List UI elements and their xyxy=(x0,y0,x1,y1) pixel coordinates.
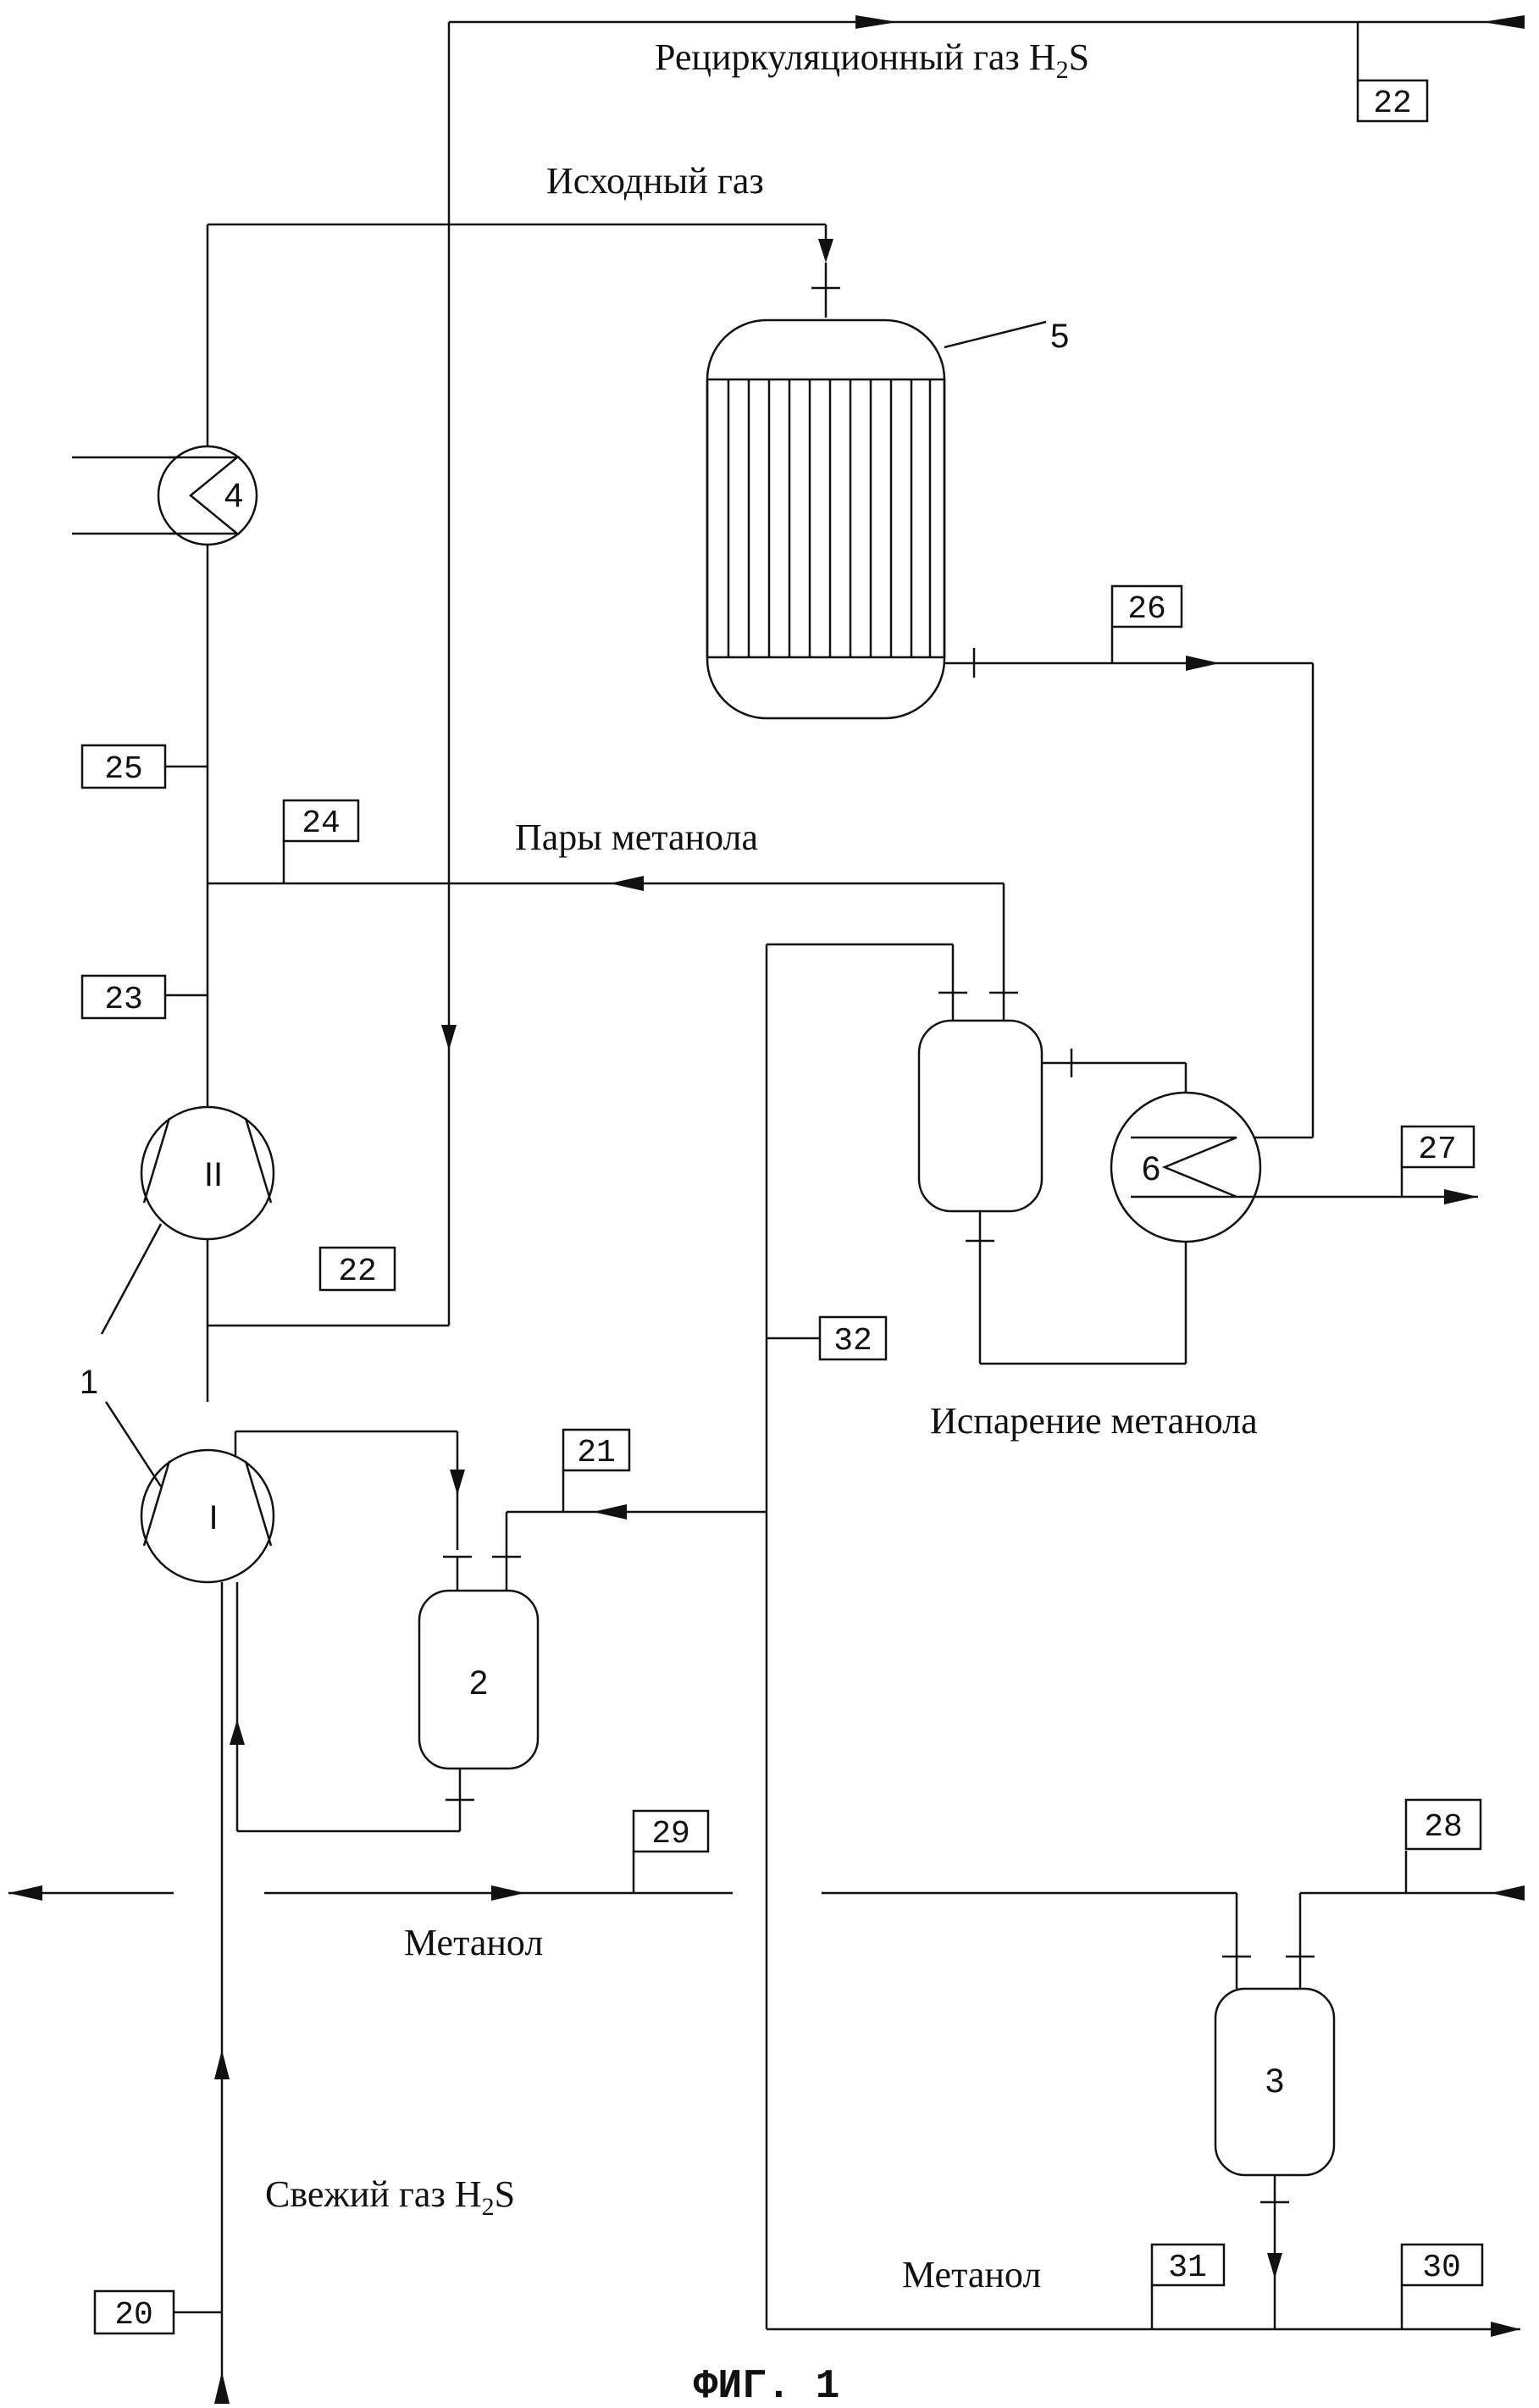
stream-tag-27: 27 xyxy=(1402,1127,1474,1168)
stream-tag-23: 23 xyxy=(82,976,165,1018)
stream-tag-30: 30 xyxy=(1402,2245,1482,2286)
stream-tag-21: 21 xyxy=(563,1430,629,1471)
stream-tag-31: 31 xyxy=(1152,2245,1224,2286)
stream-tag-28: 28 xyxy=(1406,1800,1481,1849)
svg-text:23: 23 xyxy=(104,982,143,1018)
feed-gas-label: Исходный газ xyxy=(546,160,764,202)
separator-3-number: 3 xyxy=(1265,2062,1284,2100)
methanol-label-1: Метанол xyxy=(404,1922,543,1963)
fresh-gas-label: Свежий газ H2S xyxy=(265,2173,515,2221)
bottom-methanol-line xyxy=(767,2285,1520,2337)
stream-tag-20: 20 xyxy=(95,2291,174,2333)
compressor-stage-2 xyxy=(141,1107,274,1402)
svg-text:29: 29 xyxy=(651,1816,690,1852)
fresh-gas-line xyxy=(174,1582,230,2404)
stream-tag-24: 24 xyxy=(284,800,358,842)
svg-text:32: 32 xyxy=(833,1323,872,1359)
svg-text:26: 26 xyxy=(1127,591,1166,628)
compressor-stage-1 xyxy=(141,1450,274,1582)
reactor-5 xyxy=(707,320,1046,718)
methanol-evaporation-label: Испарение метанола xyxy=(930,1400,1258,1442)
recycle-gas-label: Рециркуляционный газ H2S xyxy=(655,36,1089,84)
stream-tag-32: 32 xyxy=(820,1317,886,1359)
svg-text:30: 30 xyxy=(1422,2250,1461,2286)
svg-text:24: 24 xyxy=(302,805,340,842)
figure-caption: ФИГ. 1 xyxy=(694,2364,840,2408)
methanol-label-2: Метанол xyxy=(902,2254,1041,2295)
stream-tag-29: 29 xyxy=(634,1811,708,1852)
svg-text:20: 20 xyxy=(114,2297,153,2333)
svg-text:21: 21 xyxy=(577,1435,616,1471)
separator-2-number: 2 xyxy=(469,1664,488,1702)
svg-text:22: 22 xyxy=(1373,86,1412,122)
svg-text:27: 27 xyxy=(1418,1132,1457,1168)
heat-exchanger-6-number: 6 xyxy=(1142,1150,1160,1187)
reactor-number: 5 xyxy=(1050,318,1069,355)
stream-tag-22-top: 22 xyxy=(1358,80,1427,122)
methanol-line-29 xyxy=(8,1851,733,1901)
svg-text:31: 31 xyxy=(1168,2250,1207,2286)
svg-text:25: 25 xyxy=(104,751,143,788)
stream-tag-25: 25 xyxy=(82,745,165,788)
compressor-stage-2-label: II xyxy=(204,1156,223,1193)
svg-text:22: 22 xyxy=(338,1254,377,1290)
compressor-leader-lines xyxy=(102,1224,161,1486)
compressor-stage-1-label: I xyxy=(208,1499,218,1536)
stream-tag-22-middle: 22 xyxy=(320,1248,395,1290)
compressor-number: 1 xyxy=(80,1364,98,1401)
stream-tag-26: 26 xyxy=(1112,586,1182,628)
methanol-vapors-label: Пары метанола xyxy=(515,817,758,858)
svg-text:28: 28 xyxy=(1424,1809,1463,1846)
heat-exchanger-4-number: 4 xyxy=(224,477,243,514)
